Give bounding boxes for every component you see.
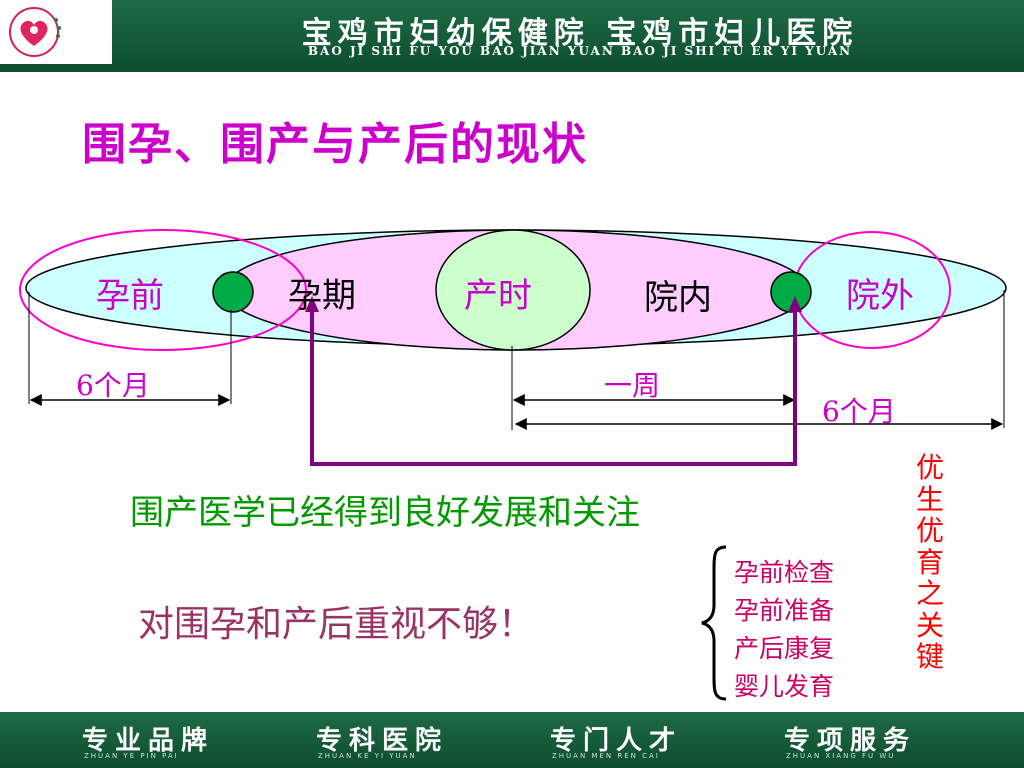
- vertical-char: 之: [915, 577, 944, 610]
- vertical-char: 生: [915, 482, 944, 516]
- header-subtitle: BAO JI SHI FU YOU BAO JIAN YUAN BAO JI S…: [307, 44, 853, 58]
- list-item-postpartum-recovery: 产后康复: [734, 634, 835, 663]
- footer-pinyin-1: ZHUAN YE PIN PAI: [84, 752, 179, 760]
- logo-area: [0, 0, 112, 64]
- list-item-infant-development: 婴儿发育: [734, 672, 835, 701]
- header-stripe: [0, 64, 1024, 72]
- label-out-hospital: 院外: [846, 276, 914, 316]
- footer-pinyin-4: ZHUAN XIANG FU WU: [786, 752, 896, 760]
- footer-slogan-special-service: 专项服务: [784, 726, 917, 756]
- vertical-char: 优: [915, 451, 944, 484]
- footer-pinyin-3: ZHUAN MEN REN CAI: [552, 752, 660, 760]
- eugenics-key-note: 优生优育之关键: [910, 452, 950, 673]
- curly-brace-icon: [701, 545, 727, 701]
- footer-pinyin-2: ZHUAN KE YI YUAN: [318, 752, 417, 760]
- label-delivery: 产时: [464, 276, 532, 316]
- label-pre-pregnancy: 孕前: [96, 276, 164, 316]
- span-one-week: 一周: [604, 369, 661, 402]
- perinatal-bracket: [310, 300, 797, 466]
- vertical-char: 育: [915, 545, 944, 579]
- footer-slogan-professional-brand: 专业品牌: [82, 726, 215, 756]
- vertical-char: 优: [915, 514, 944, 547]
- hospital-logo-icon: [9, 7, 61, 57]
- vertical-char: 键: [915, 640, 944, 673]
- span-six-months-before: 6个月: [76, 369, 150, 402]
- span-six-months-after: 6个月: [822, 395, 896, 428]
- timeline-node-left: [212, 271, 254, 313]
- bracket-tip-right: [788, 296, 802, 312]
- pre-pregnancy-circle: [19, 229, 307, 351]
- header-title: 宝鸡市妇幼保健院 宝鸡市妇儿医院: [301, 16, 859, 51]
- delivery-circle: [435, 229, 591, 351]
- footer-banner: 专业品牌 专科医院 专门人才 专项服务 ZHUAN YE PIN PAI ZHU…: [0, 712, 1024, 768]
- bracket-tip-left: [305, 296, 319, 312]
- footer-slogan-specialty-hospital: 专科医院: [316, 726, 449, 756]
- perinatal-statement: 围产医学已经得到良好发展和关注: [130, 493, 640, 533]
- page-title: 围孕、围产与产后的现状: [82, 119, 588, 170]
- label-in-hospital: 院内: [644, 278, 712, 318]
- insufficient-statement: 对围孕和产后重视不够！: [138, 604, 535, 645]
- vertical-char: 关: [915, 608, 944, 642]
- footer-slogans: 专业品牌 专科医院 专门人才 专项服务: [0, 720, 1024, 756]
- label-pregnancy: 孕期: [288, 276, 356, 316]
- header-band: [112, 0, 1024, 72]
- list-item-pre-pregnancy-prep: 孕前准备: [734, 596, 835, 625]
- header-banner: 宝鸡市妇幼保健院 宝鸡市妇儿医院 BAO JI SHI FU YOU BAO J…: [0, 0, 1024, 72]
- footer-slogan-specialized-talent: 专门人才: [550, 726, 683, 756]
- list-item-pre-pregnancy-check: 孕前检查: [734, 558, 835, 587]
